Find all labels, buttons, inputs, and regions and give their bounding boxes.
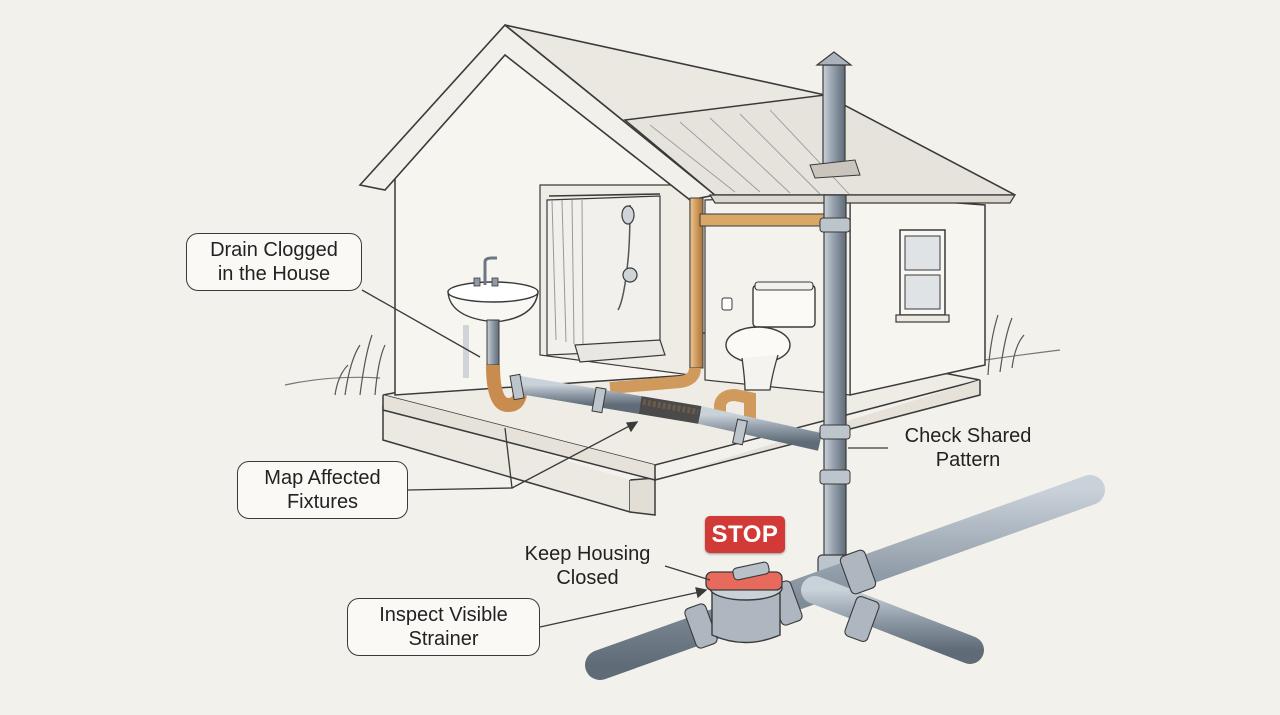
callout-map-fixtures-line2: Fixtures bbox=[286, 491, 359, 513]
label-keep-housing: Keep Housing Closed bbox=[505, 542, 670, 590]
bush-right bbox=[987, 314, 1025, 376]
roof bbox=[358, 23, 1017, 204]
label-check-pattern-line2: Pattern bbox=[935, 449, 1001, 471]
shower bbox=[546, 193, 666, 363]
label-check-pattern-line1: Check Shared bbox=[904, 425, 1032, 447]
callout-inspect-strainer: Inspect Visible Strainer bbox=[347, 598, 540, 656]
window bbox=[895, 229, 950, 323]
toilet bbox=[721, 281, 816, 391]
strainer-housing bbox=[705, 561, 783, 644]
sink bbox=[447, 256, 539, 378]
callout-map-fixtures: Map Affected Fixtures bbox=[237, 461, 408, 519]
label-check-pattern: Check Shared Pattern bbox=[888, 424, 1048, 472]
callout-map-fixtures-line1: Map Affected bbox=[264, 467, 381, 489]
bush-left bbox=[334, 334, 386, 396]
ground bbox=[284, 349, 1061, 386]
callout-drain-clogged: Drain Clogged in the House bbox=[186, 233, 362, 291]
label-keep-housing-line1: Keep Housing bbox=[524, 543, 651, 565]
vent-stack bbox=[809, 51, 861, 179]
house-drain-pipe bbox=[486, 364, 822, 451]
leader-lines bbox=[361, 289, 888, 628]
copper-supply-pipes bbox=[609, 197, 826, 425]
callout-drain-clogged-line2: in the House bbox=[217, 263, 331, 285]
foundation bbox=[382, 405, 656, 516]
callout-inspect-strainer-line2: Strainer bbox=[408, 628, 479, 650]
callout-inspect-strainer-line1: Inspect Visible bbox=[379, 604, 508, 626]
sewer-main bbox=[585, 475, 1105, 680]
label-keep-housing-line2: Closed bbox=[556, 567, 619, 589]
callout-drain-clogged-line1: Drain Clogged bbox=[210, 239, 338, 261]
stop-sign: STOP bbox=[705, 516, 785, 553]
